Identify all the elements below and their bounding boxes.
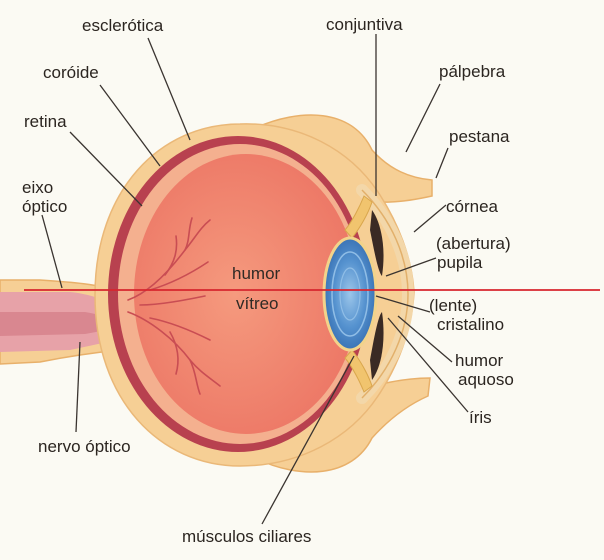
label-humor-vitreo-2: vítreo	[236, 294, 279, 313]
label-coroide: coróide	[43, 63, 99, 82]
label-humor-aquoso-2: aquoso	[458, 370, 514, 389]
leader-lines	[41, 34, 469, 525]
label-esclerotica: esclerótica	[82, 16, 164, 35]
label-retina: retina	[24, 112, 67, 131]
iris-top	[370, 210, 384, 276]
iris-bottom	[370, 312, 384, 380]
label-conjuntiva: conjuntiva	[326, 15, 403, 34]
label-pestana: pestana	[449, 127, 510, 146]
label-eixo: eixo	[22, 178, 54, 197]
label-humor-vitreo-1: humor	[232, 264, 281, 283]
label-cristalino: cristalino	[437, 315, 505, 334]
label-humor-aquoso-1: humor	[455, 351, 504, 370]
label-pupila: pupila	[437, 253, 483, 272]
label-lente: (lente)	[429, 296, 478, 315]
ciliary-body-top	[344, 195, 373, 239]
label-optico: óptico	[22, 197, 68, 216]
label-abertura: (abertura)	[436, 234, 511, 253]
label-iris: íris	[469, 408, 492, 427]
label-musculos-ciliares: músculos ciliares	[182, 527, 312, 546]
label-cornea: córnea	[446, 197, 498, 216]
label-palpebra: pálpebra	[439, 62, 506, 81]
label-nervo-optico: nervo óptico	[38, 437, 131, 456]
